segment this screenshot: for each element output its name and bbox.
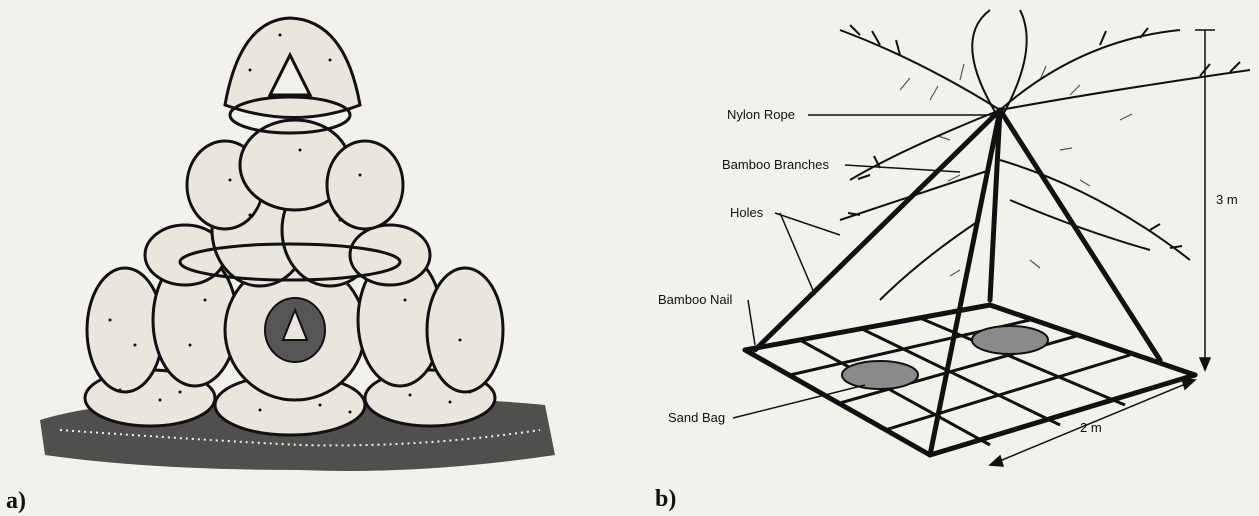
panel-a-letter: a) [6, 488, 26, 515]
label-nylon-rope: Nylon Rope [727, 107, 795, 122]
label-holes: Holes [730, 205, 763, 220]
bamboo-branches-foliage [840, 10, 1250, 300]
label-height: 3 m [1216, 192, 1238, 207]
label-bamboo-nail: Bamboo Nail [658, 292, 732, 307]
label-bamboo-branches: Bamboo Branches [722, 157, 829, 172]
label-sand-bag: Sand Bag [668, 410, 725, 425]
panel-b-letter: b) [655, 486, 676, 513]
label-width: 2 m [1080, 420, 1102, 435]
